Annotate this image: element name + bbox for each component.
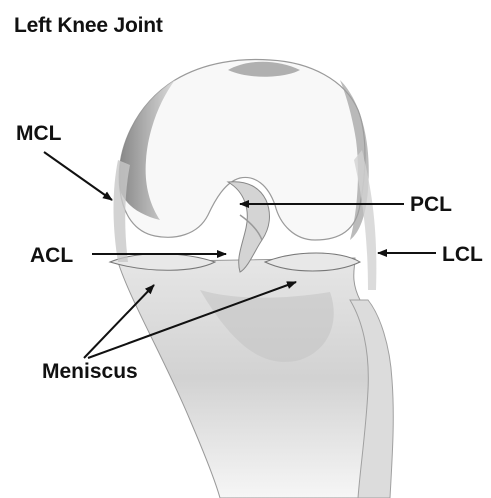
label-acl: ACL <box>30 244 73 268</box>
femur <box>119 60 365 240</box>
label-pcl: PCL <box>410 193 452 217</box>
mcl-arrow <box>44 152 112 200</box>
diagram-title: Left Knee Joint <box>14 14 163 38</box>
label-meniscus: Meniscus <box>42 360 138 384</box>
label-mcl: MCL <box>16 122 62 146</box>
label-lcl: LCL <box>442 243 483 267</box>
cruciate-ligaments <box>228 182 269 272</box>
tibia <box>118 258 375 498</box>
